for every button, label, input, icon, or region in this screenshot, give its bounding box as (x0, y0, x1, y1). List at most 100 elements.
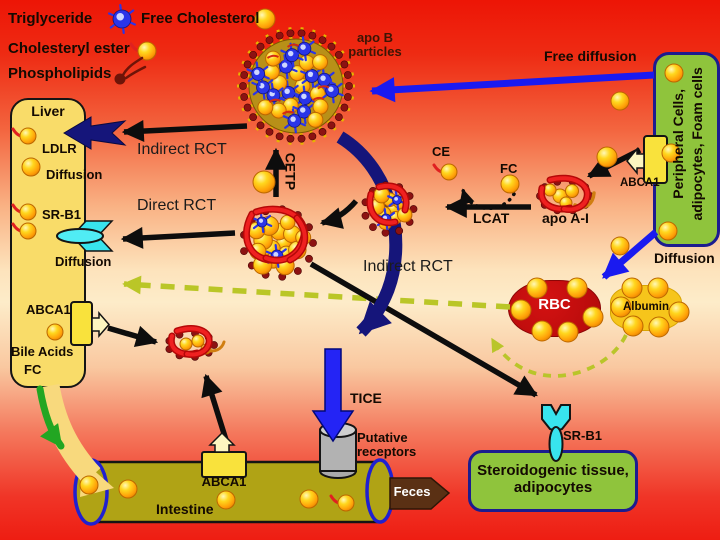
cholesterol-ball (368, 198, 386, 215)
peripheral-cells-label: Peripheral Cells, adipocytes, Foam cells (669, 39, 707, 249)
bile-duct-band (36, 383, 101, 484)
triglyceride-icon (108, 4, 136, 34)
apolipoprotein-ribbon (243, 210, 280, 264)
cholesterol-ball (596, 146, 618, 168)
apo-b-particle (248, 38, 344, 134)
cholesterol-ball (388, 210, 403, 225)
hdl-to-liver-srb1-arrow (120, 226, 236, 249)
free-diffusion-label: Free diffusion (544, 48, 637, 64)
cholesterol-ball (299, 489, 319, 509)
cholesterol-ball (610, 236, 630, 256)
free-diffusion-arrow (369, 71, 655, 103)
triglyceride-icon (292, 99, 316, 125)
cholesterol-ball (252, 255, 273, 275)
cholesterol-ball (278, 245, 295, 262)
cholesterol-ball (179, 337, 193, 351)
cholesterol-ball (312, 98, 329, 115)
cholesterol-ball (565, 184, 579, 198)
cholesteryl-ester-icon (129, 41, 157, 61)
cetp-label: CETP (282, 152, 299, 191)
apolipoprotein-ribbon (252, 205, 308, 264)
cholesterol-ball (191, 334, 205, 348)
triglyceride-icon (312, 67, 337, 93)
peripheral-line1: Peripheral Cells, (670, 89, 687, 199)
fc-to-ce-dotted-arrow (459, 188, 516, 211)
cholesterol-ball (392, 194, 408, 210)
intestine-abca1-label: ABCA1 (201, 474, 247, 489)
apolipoprotein-ribbon (537, 184, 574, 213)
cholesterol-ball (257, 99, 274, 116)
cholesterol-ball (282, 97, 299, 114)
cholesterol-ball (378, 216, 393, 231)
ldlr-label: LDLR (42, 141, 77, 156)
apolipoprotein-ribbon (167, 332, 201, 358)
triglyceride-icon (274, 54, 298, 80)
cholesterol-ball (270, 102, 287, 119)
triglyceride-icon (261, 82, 286, 108)
indirect-rct-top-label: Indirect RCT (137, 141, 227, 158)
cholesterol-ball (387, 202, 401, 216)
cholesterol-ball (610, 91, 630, 111)
steroidogenic-line1: Steroidogenic tissue, (477, 462, 629, 479)
feces-label: Feces (393, 484, 431, 499)
liver-srb1-label: SR-B1 (42, 207, 82, 222)
abca1-to-apoai-arrow (587, 147, 642, 179)
cholesterol-ball (200, 343, 212, 355)
putative-line1: Putative (357, 430, 408, 445)
steroidogenic-line2: adipocytes (513, 478, 593, 496)
apolipoprotein-ribbon (366, 190, 399, 227)
cholesterol-ball (263, 63, 280, 80)
liver-title: Liver (31, 103, 65, 119)
dashed-diffusion-arrow (122, 275, 511, 310)
cholesterol-ball (247, 221, 266, 240)
legend-cholesteryl-ester-label: Cholesteryl ester (8, 40, 130, 57)
triglyceride-icon (293, 85, 317, 111)
lcat-label: LCAT (473, 210, 510, 226)
bile-acids-label: Bile Acids (11, 344, 74, 359)
cholesterol-ball (288, 240, 307, 260)
putative-receptors-label: Putative receptors (357, 430, 416, 460)
apolipoprotein-ribbon (546, 174, 591, 213)
cholesterol-ball (275, 256, 295, 276)
apolipoprotein-ribbon (286, 214, 309, 264)
cholesterol-ball (373, 186, 391, 204)
cholesterol-ball (312, 54, 329, 71)
cholesterol-ball (265, 252, 282, 269)
liver-diffusion-bottom-label: Diffusion (55, 254, 112, 269)
tice-arrow (311, 348, 355, 443)
albumin-label: Albumin (623, 301, 669, 313)
legend-free-cholesterol-label: Free Cholesterol (141, 10, 260, 27)
cholesterol-ball (289, 65, 306, 82)
apolipoprotein-ribbon (173, 325, 213, 358)
cholesterol-ball (252, 170, 276, 194)
cholesteryl-ester-icon (432, 163, 458, 181)
direct-rct-label: Direct RCT (137, 197, 217, 214)
cholesterol-ball (276, 235, 292, 251)
apo-b-line2: particles (348, 44, 402, 60)
peripheral-abca1-label: ABCA1 (620, 177, 660, 189)
triglyceride-icon (251, 210, 273, 234)
peripheral-to-rbc-arrow (601, 229, 659, 280)
cholesterol-ball (249, 242, 267, 260)
legend-phospholipids-label: Phospholipids (8, 65, 112, 82)
apo-ai-label: apo A-I (542, 210, 589, 226)
cholesterol-ball (382, 192, 398, 208)
dashed-exchange-arrow (490, 334, 628, 378)
triglyceride-icon (265, 243, 289, 269)
cholesterol-ball (259, 215, 280, 236)
cholesterol-ball (295, 229, 312, 246)
triglyceride-icon (300, 63, 324, 89)
apob-to-ldlr-arrow (121, 120, 248, 143)
triglyceride-icon (387, 189, 407, 211)
cholesterol-ball (309, 85, 326, 102)
cholesterol-ball (307, 111, 324, 128)
intestine-end-left (73, 458, 109, 526)
liver-abca1-label: ABCA1 (26, 302, 71, 317)
cholesterol-ball (118, 479, 138, 499)
diffusion-right-label: Diffusion (654, 250, 715, 266)
cholesterol-ball (552, 188, 568, 204)
liver-abca1-export-arrow (107, 325, 159, 348)
cholesterol-ball (543, 183, 557, 197)
cholesterol-ball (79, 475, 99, 495)
